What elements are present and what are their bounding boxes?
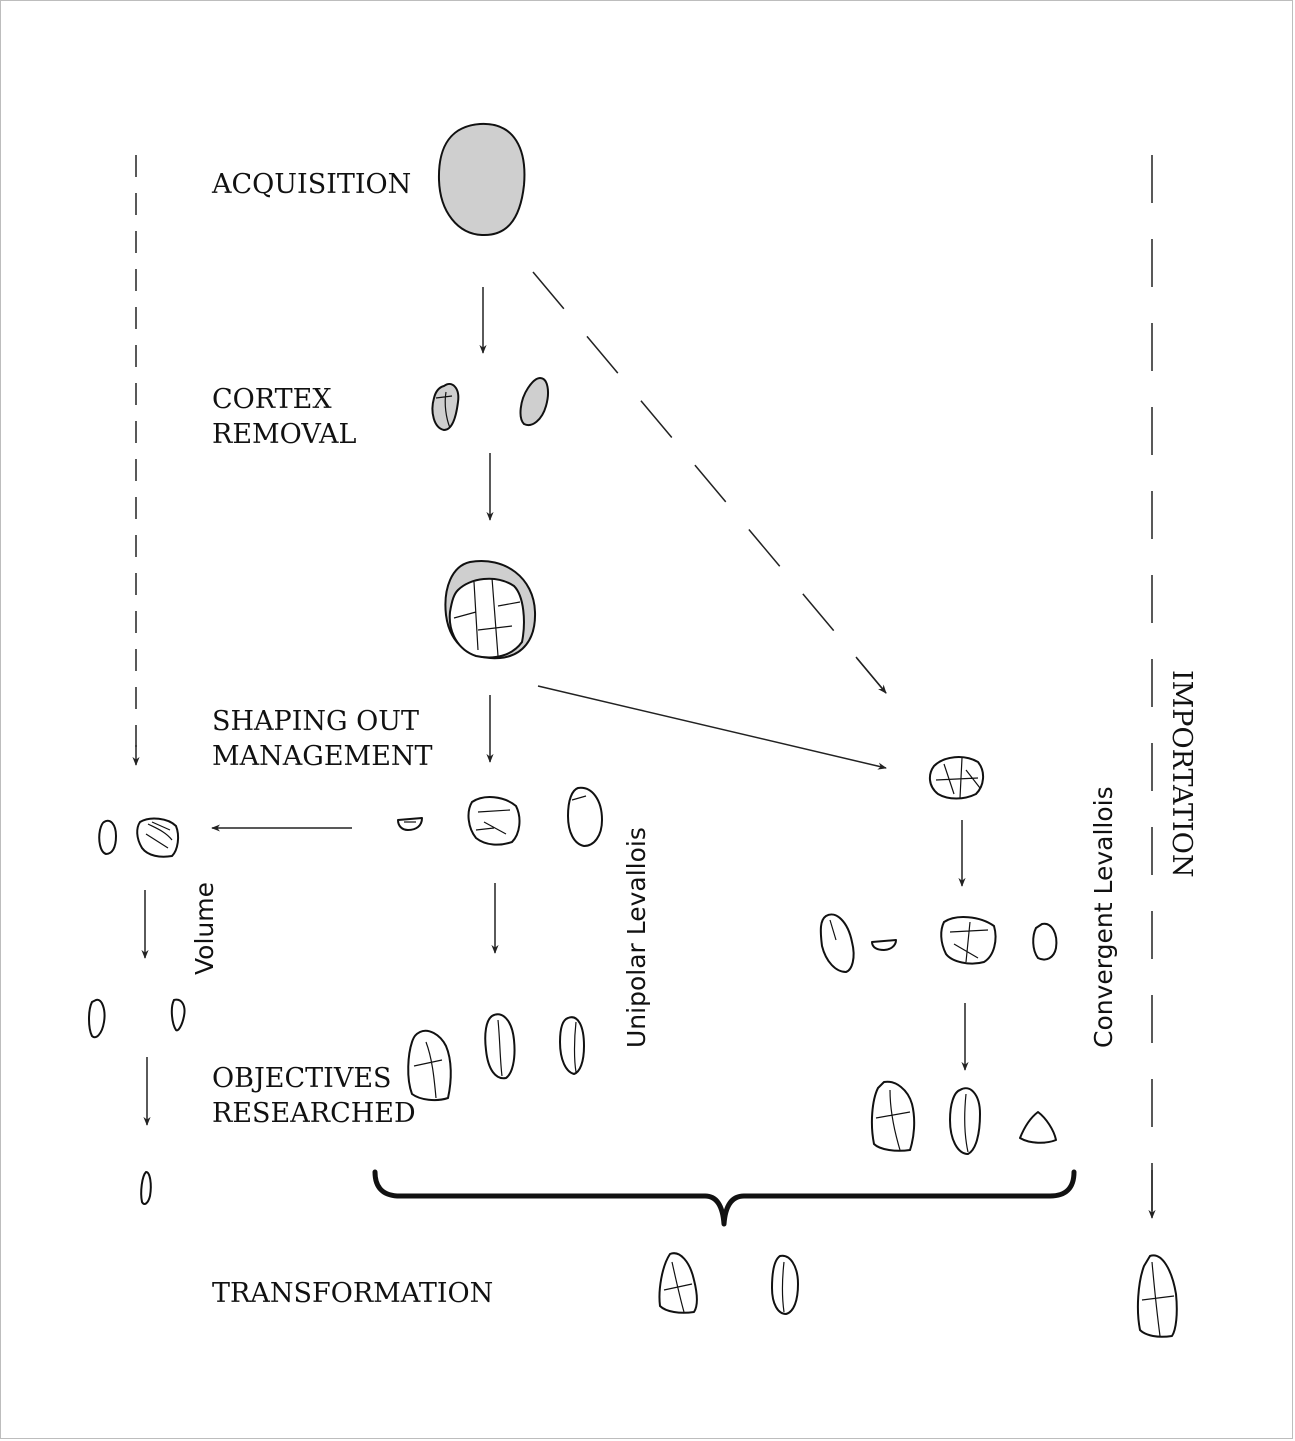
transformed-tool-2-icon xyxy=(771,1254,799,1315)
convergent-small-flake-icon xyxy=(871,939,897,951)
convergent-objective-3-icon xyxy=(1019,1111,1057,1144)
convergent-flake-1-icon xyxy=(819,913,855,973)
convergent-objective-2-icon xyxy=(949,1087,981,1155)
unipolar-objective-1-icon xyxy=(407,1029,452,1102)
convergent-flake-2-icon xyxy=(1032,922,1058,961)
volume-flake-1-icon xyxy=(98,819,117,855)
method-convergent-label: Convergent Levallois xyxy=(1089,786,1118,1048)
convergent-core-2-icon xyxy=(940,916,997,965)
stage-objectives-line1: OBJECTIVES xyxy=(212,1063,392,1094)
cortical-flake-2-icon xyxy=(519,376,549,426)
stage-cortex-removal-line2: REMOVAL xyxy=(212,419,357,450)
stage-shaping-line2: MANAGEMENT xyxy=(212,741,433,772)
volume-flake-2-icon xyxy=(88,998,106,1039)
unipolar-objective-3-icon xyxy=(559,1016,585,1075)
convergence-brace xyxy=(372,1169,1077,1227)
unipolar-objective-2-icon xyxy=(484,1013,516,1080)
stage-cortex-removal-line1: CORTEX xyxy=(212,384,332,415)
importation-label: IMPORTATION xyxy=(1166,670,1197,877)
unipolar-small-flake-icon xyxy=(397,817,423,831)
method-volume-label: Volume xyxy=(190,882,219,975)
imported-tool-icon xyxy=(1136,1254,1178,1338)
arrow-core-to-convergent xyxy=(537,685,887,770)
transformed-tool-1-icon xyxy=(658,1252,698,1314)
convergent-core-icon xyxy=(928,756,984,800)
stage-objectives-line2: RESEARCHED xyxy=(212,1098,416,1129)
volume-flake-3-icon xyxy=(170,998,186,1032)
diagonal-dashed-line xyxy=(532,271,887,694)
volume-bladelet-icon xyxy=(140,1171,152,1205)
unipolar-flake-icon xyxy=(567,786,603,847)
unipolar-core-icon xyxy=(467,796,521,846)
volume-core-icon xyxy=(136,817,180,858)
stage-transformation: TRANSFORMATION xyxy=(212,1278,493,1309)
stage-acquisition: ACQUISITION xyxy=(211,169,411,200)
prepared-core-icon xyxy=(444,560,537,660)
method-unipolar-label: Unipolar Levallois xyxy=(622,827,651,1048)
stage-shaping-line1: SHAPING OUT xyxy=(212,706,419,737)
convergent-objective-1-icon xyxy=(870,1080,916,1152)
cortical-flake-icon xyxy=(431,383,460,432)
nodule-icon xyxy=(437,122,526,237)
diagonal-arrowhead xyxy=(855,656,887,694)
